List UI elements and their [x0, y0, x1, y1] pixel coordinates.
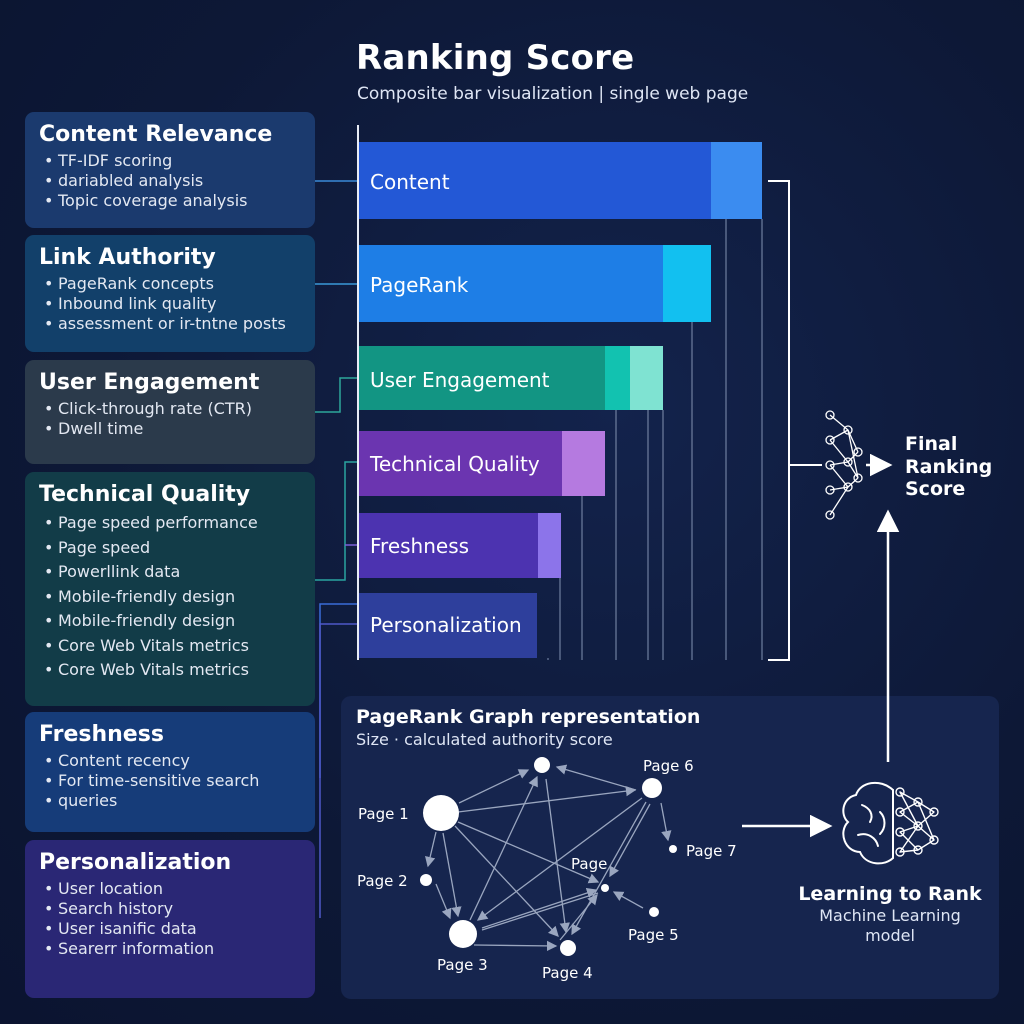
factor-bullet: For time-sensitive search: [39, 771, 301, 791]
chart-title: Ranking Score: [356, 38, 635, 78]
factor-card-personalization: Personalization User location Search his…: [25, 840, 315, 998]
graph-node-page-7: [669, 845, 677, 853]
aggregate-bracket: [768, 180, 790, 661]
factor-bullet: Click-through rate (CTR): [39, 399, 301, 419]
final-label-line3: Score: [905, 478, 965, 500]
factor-bullet: Mobile-friendly design: [39, 585, 301, 610]
graph-node-page-3: [449, 920, 477, 948]
final-label-line1: Final: [905, 433, 957, 455]
factor-card-user-engagement: User Engagement Click-through rate (CTR)…: [25, 360, 315, 464]
graph-node-page-5: [649, 907, 659, 917]
graph-subtitle: Size · calculated authority score: [356, 730, 613, 749]
graph-label-page-1: Page 1: [358, 805, 409, 823]
graph-label-page-7: Page 7: [686, 842, 737, 860]
factor-bullet: Core Web Vitals metrics: [39, 634, 301, 659]
ltr-subtitle-line1: Machine Learning: [819, 906, 961, 925]
factor-bullet: Content recency: [39, 751, 301, 771]
factor-card-title: Technical Quality: [39, 482, 251, 507]
factor-card-title: Personalization: [39, 850, 232, 875]
factor-bullet: Page speed performance: [39, 511, 301, 536]
factor-bullet: PageRank concepts: [39, 274, 301, 294]
factor-bullet: Topic coverage analysis: [39, 191, 301, 211]
factor-bullet: Powerllink data: [39, 560, 301, 585]
graph-node-page-6: [642, 778, 662, 798]
graph-node-page-2: [420, 874, 432, 886]
bar-personalization: Personalization: [359, 593, 537, 658]
bar-label: Personalization: [370, 613, 522, 637]
ltr-subtitle-line2: model: [865, 926, 915, 945]
bar-label: User Engagement: [370, 368, 550, 392]
graph-label-page-5: Page 5: [628, 926, 679, 944]
factor-bullet: TF-IDF scoring: [39, 151, 301, 171]
neural-network-icon: [825, 410, 863, 520]
graph-label-page-4: Page 4: [542, 964, 593, 982]
bar-label: Content: [370, 170, 450, 194]
factor-card-title: Freshness: [39, 722, 164, 747]
factor-bullet: Inbound link quality: [39, 294, 301, 314]
factor-bullet: Dwell time: [39, 419, 301, 439]
factor-card-title: Content Relevance: [39, 122, 273, 147]
factor-card-freshness: Freshness Content recency For time-sensi…: [25, 712, 315, 832]
graph-node-page-center: [601, 884, 609, 892]
factor-bullet: dariabled analysis: [39, 171, 301, 191]
factor-card-link-authority: Link Authority PageRank concepts Inbound…: [25, 235, 315, 352]
graph-nodes: [420, 757, 677, 956]
graph-label-page-6: Page 6: [643, 757, 694, 775]
factor-bullet: Search history: [39, 899, 301, 919]
ltr-title: Learning to Rank: [798, 883, 982, 905]
graph-label-page-2: Page 2: [357, 872, 408, 890]
bar-content: Content: [359, 142, 762, 219]
factor-bullet: Page speed: [39, 536, 301, 561]
bar-freshness: Freshness: [359, 513, 561, 578]
bar-label: Freshness: [370, 534, 469, 558]
factor-bullet: queries: [39, 791, 301, 811]
graph-label-page: Page: [571, 855, 607, 873]
bar-label: PageRank: [370, 273, 469, 297]
factor-card-title: User Engagement: [39, 370, 260, 395]
factor-card-content-relevance: Content Relevance TF-IDF scoring dariabl…: [25, 112, 315, 228]
factor-bullet: Mobile-friendly design: [39, 609, 301, 634]
factor-bullet: Searerr information: [39, 939, 301, 959]
factor-bullet: User location: [39, 879, 301, 899]
factor-bullet: assessment or ir-tntne posts: [39, 314, 301, 334]
graph-title: PageRank Graph representation: [356, 706, 701, 728]
final-label-line2: Ranking: [905, 456, 992, 478]
factor-bullet: User isanific data: [39, 919, 301, 939]
graph-node-page-4: [560, 940, 576, 956]
bar-label: Technical Quality: [369, 452, 540, 476]
factor-bullet: Core Web Vitals metrics: [39, 658, 301, 683]
graph-node-page-1: [423, 795, 459, 831]
bar-user-engagement: User Engagement: [359, 346, 663, 410]
graph-edges: [425, 764, 672, 952]
graph-node-top: [534, 757, 550, 773]
guide-lines: [547, 219, 763, 660]
bar-pagerank: PageRank: [359, 245, 711, 322]
bar-technical-quality: Technical Quality: [359, 431, 605, 496]
chart-subtitle: Composite bar visualization | single web…: [357, 84, 749, 104]
graph-label-page-3: Page 3: [437, 956, 488, 974]
connector-lines: [315, 180, 358, 918]
brain-network-icon: [842, 781, 939, 865]
factor-card-title: Link Authority: [39, 245, 216, 270]
factor-card-technical-quality: Technical Quality Page speed performance…: [25, 472, 315, 706]
